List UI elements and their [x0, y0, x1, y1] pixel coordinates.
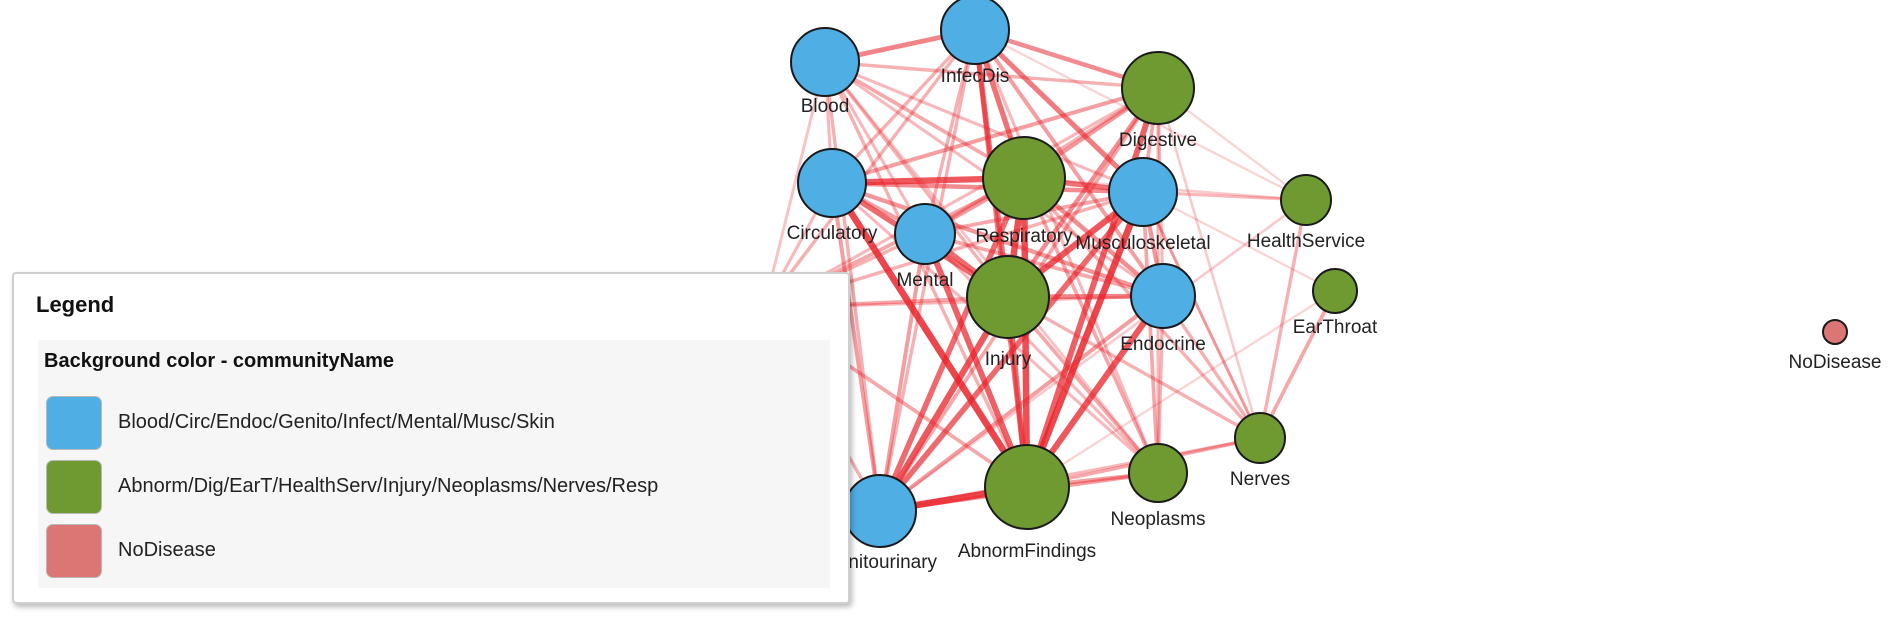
node-circle-earthroat[interactable] — [1312, 268, 1358, 314]
edge-blood-abnormfindings — [823, 60, 1029, 489]
node-nodisease[interactable]: NoDisease — [1789, 319, 1882, 373]
edge-injury-nerves — [1006, 295, 1262, 440]
node-label-earthroat: EarThroat — [1293, 317, 1378, 338]
node-nerves[interactable]: Nerves — [1230, 412, 1290, 490]
node-circulatory[interactable]: Circulatory — [787, 148, 878, 244]
edge-healthservice-nerves — [1258, 198, 1308, 440]
node-genitourinary[interactable]: Genitourinary — [823, 474, 938, 573]
legend-swatch-blue — [46, 396, 102, 450]
edge-mental-endocrine — [923, 232, 1165, 298]
legend-panel: Background color - communityName Blood/C… — [38, 340, 830, 588]
edge-healthservice-genitourinary — [878, 198, 1308, 513]
edge-genitourinary-nerves — [878, 436, 1262, 513]
edge-musculoskeletal-neoplasms — [1141, 190, 1160, 475]
node-healthservice[interactable]: HealthService — [1247, 174, 1365, 252]
node-label-musculoskeletal: Musculoskeletal — [1075, 233, 1210, 254]
node-label-neoplasms: Neoplasms — [1110, 509, 1205, 530]
legend-entry-blue: Blood/Circ/Endoc/Genito/Infect/Mental/Mu… — [46, 396, 826, 450]
edge-infecdis-musculoskeletal — [972, 27, 1146, 195]
node-endocrine[interactable]: Endocrine — [1120, 263, 1206, 355]
node-earthroat[interactable]: EarThroat — [1293, 268, 1378, 338]
edge-abnormfindings-earthroat — [1025, 289, 1337, 489]
node-abnormfindings[interactable]: AbnormFindings — [958, 444, 1096, 562]
edge-infecdis-mental — [923, 28, 977, 236]
edge-circulatory-abnormfindings — [828, 179, 1031, 491]
edge-earthroat-nerves — [1258, 289, 1337, 440]
edge-endocrine-genitourinary — [878, 294, 1165, 513]
node-label-nodisease: NoDisease — [1789, 352, 1882, 373]
edge-digestive-skin — [762, 86, 1160, 310]
node-injury[interactable]: Injury — [966, 255, 1050, 370]
legend-card: Legend Background color - communityName … — [12, 272, 850, 604]
node-circle-respiratory[interactable] — [982, 136, 1066, 220]
node-label-injury: Injury — [985, 349, 1032, 370]
node-musculoskeletal[interactable]: Musculoskeletal — [1075, 157, 1211, 254]
node-circle-nodisease[interactable] — [1822, 319, 1848, 345]
node-label-respiratory: Respiratory — [975, 226, 1073, 247]
node-mental[interactable]: Mental — [894, 203, 956, 291]
edge-musculoskeletal-nerves — [1141, 190, 1262, 440]
node-digestive[interactable]: Digestive — [1119, 51, 1197, 151]
node-label-blood: Blood — [801, 96, 850, 117]
legend-title: Legend — [36, 292, 115, 317]
node-label-healthservice: HealthService — [1247, 231, 1365, 252]
edge-mental-neoplasms — [923, 232, 1160, 475]
node-neoplasms[interactable]: Neoplasms — [1110, 443, 1206, 530]
edge-musculoskeletal-earthroat — [1141, 190, 1337, 293]
legend-label-green: Abnorm/Dig/EarT/HealthServ/Injury/Neopla… — [118, 475, 659, 497]
node-circle-neoplasms[interactable] — [1128, 443, 1188, 503]
legend-subtitle: Background color - communityName — [44, 350, 395, 372]
edge-nerves-musculoskeletal — [1141, 190, 1262, 440]
edge-blood-genitourinary — [823, 60, 882, 513]
edge-digestive-circulatory — [830, 86, 1160, 185]
node-circle-abnormfindings[interactable] — [984, 444, 1070, 530]
node-circle-blood[interactable] — [790, 27, 860, 97]
node-circle-mental[interactable] — [894, 203, 956, 265]
node-blood[interactable]: Blood — [790, 27, 860, 117]
edge-mental-genitourinary — [878, 232, 927, 513]
node-circle-endocrine[interactable] — [1130, 263, 1196, 329]
node-infecdis[interactable]: InfecDis — [940, 0, 1010, 87]
legend-swatch-red — [46, 524, 102, 578]
edge-infecdis-endocrine — [973, 28, 1165, 298]
node-label-nerves: Nerves — [1230, 469, 1290, 490]
legend-label-red: NoDisease — [118, 539, 216, 561]
edge-musculoskeletal-abnormfindings — [1023, 188, 1147, 491]
legend-label-blue: Blood/Circ/Endoc/Genito/Infect/Mental/Mu… — [118, 411, 555, 433]
node-circle-circulatory[interactable] — [797, 148, 867, 218]
edge-digestive-abnormfindings — [1024, 85, 1161, 490]
node-circle-healthservice[interactable] — [1280, 174, 1332, 226]
node-circle-infecdis[interactable] — [940, 0, 1010, 65]
node-label-abnormfindings: AbnormFindings — [958, 541, 1096, 562]
edge-blood-skin — [762, 60, 827, 310]
node-circle-digestive[interactable] — [1121, 51, 1195, 125]
node-label-mental: Mental — [896, 270, 953, 291]
node-circle-musculoskeletal[interactable] — [1108, 157, 1178, 227]
legend-entry-green: Abnorm/Dig/EarT/HealthServ/Injury/Neopla… — [46, 460, 826, 514]
node-label-digestive: Digestive — [1119, 130, 1197, 151]
edge-infecdis-genitourinary — [878, 28, 977, 513]
legend-entry-red: NoDisease — [46, 524, 826, 578]
legend-swatch-green — [46, 460, 102, 514]
node-circle-genitourinary[interactable] — [843, 474, 917, 548]
node-circle-injury[interactable] — [966, 255, 1050, 339]
edge-digestive-nerves — [1156, 86, 1262, 440]
node-label-infecdis: InfecDis — [941, 66, 1010, 87]
edge-infecdis-skin — [762, 28, 977, 310]
edge-mental-abnormfindings — [922, 231, 1030, 490]
node-label-genitourinary: Genitourinary — [823, 552, 938, 573]
node-respiratory[interactable]: Respiratory — [975, 136, 1073, 247]
node-circle-nerves[interactable] — [1234, 412, 1286, 464]
node-label-endocrine: Endocrine — [1120, 334, 1206, 355]
edge-respiratory-genitourinary — [877, 175, 1027, 514]
node-label-circulatory: Circulatory — [787, 223, 878, 244]
edge-circulatory-genitourinary — [830, 181, 882, 513]
